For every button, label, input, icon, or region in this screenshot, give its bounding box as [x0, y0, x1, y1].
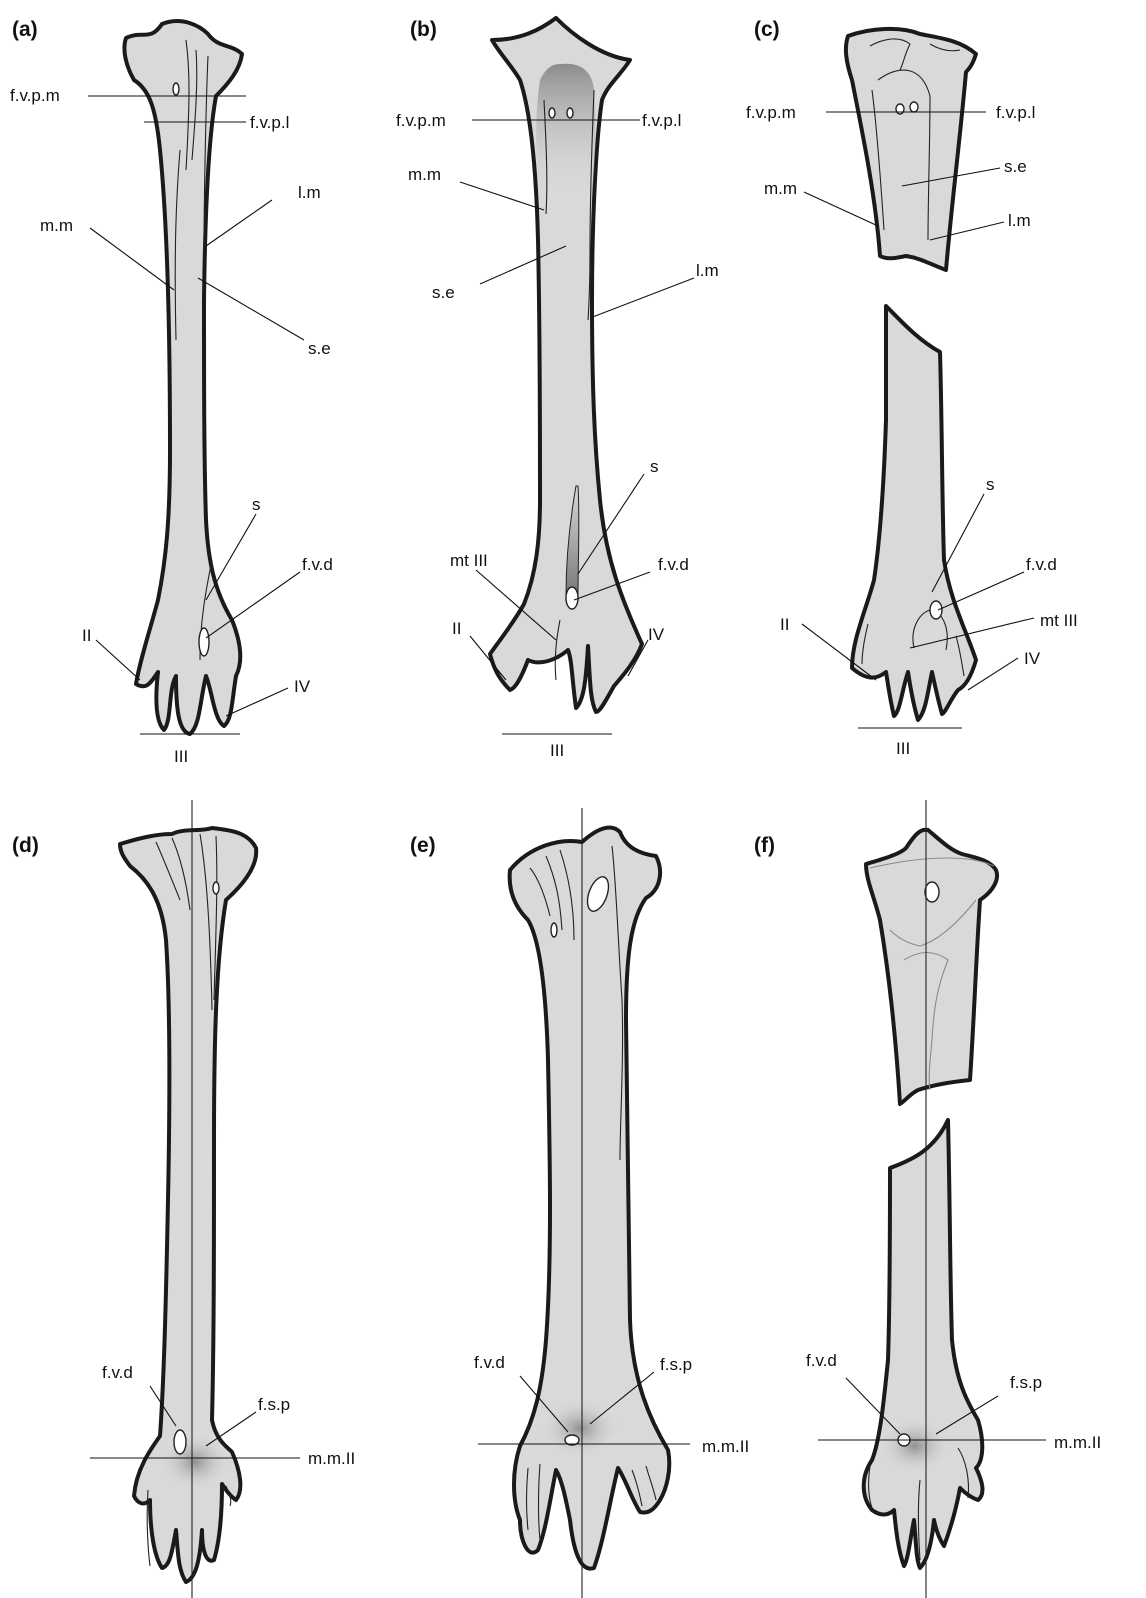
panel-b-mm-leader [460, 182, 544, 210]
panel-c-label-fvd: f.v.d [1026, 555, 1057, 574]
panel-b-label-fvd: f.v.d [658, 555, 689, 574]
panel-a-mm-leader [90, 228, 174, 290]
panel-f-letter: (f) [754, 834, 775, 857]
panel-a-lm-leader [206, 200, 272, 246]
panel-a-distal-foramen [199, 628, 209, 656]
panel-f-label-fsp: f.s.p [1010, 1373, 1042, 1392]
panel-d-label-fsp: f.s.p [258, 1395, 290, 1414]
panel-c-letter: (c) [754, 18, 780, 41]
panel-b-lm-leader [590, 278, 694, 318]
panel-a-label-lm: l.m [298, 183, 321, 202]
panel-a-se-leader [198, 278, 304, 340]
panel-c-label-se: s.e [1004, 157, 1027, 176]
panel-f: (f) f.v.d f.s.p m.m.II [754, 800, 1101, 1598]
panel-b-label-se: s.e [432, 283, 455, 302]
panel-b-label-mtIII: mt III [450, 551, 488, 570]
panel-a-label-III: III [174, 747, 188, 766]
panel-c-label-mm: m.m [764, 179, 797, 198]
panel-b-label-fvpl: f.v.p.l [642, 111, 681, 130]
panel-a-label-fvd: f.v.d [302, 555, 333, 574]
panel-d-proximal-foramen [213, 882, 219, 894]
panel-b-letter: (b) [410, 18, 437, 41]
panel-d-label-mmII: m.m.II [308, 1449, 355, 1468]
panel-a-label-mm: m.m [40, 216, 73, 235]
panel-c-label-fvpm: f.v.p.m [746, 103, 796, 122]
panel-c-proximal-foramen-lateral [910, 102, 918, 112]
panel-e-label-mmII: m.m.II [702, 1437, 749, 1456]
panel-c-label-II: II [780, 615, 789, 634]
panel-c-label-fvpl: f.v.p.l [996, 103, 1035, 122]
panel-e-label-fsp: f.s.p [660, 1355, 692, 1374]
panel-b-distal-foramen [566, 587, 578, 609]
panel-e: (e) f.v.d f.s.p m.m.II [410, 808, 749, 1598]
panel-e-label-fvd: f.v.d [474, 1353, 505, 1372]
panel-c-label-IV: IV [1024, 649, 1041, 668]
panel-d: (d) f.v.d f.s.p m.m.II [12, 800, 355, 1598]
panel-c-mm-leader [804, 192, 878, 226]
panel-f-label-fvd: f.v.d [806, 1351, 837, 1370]
panel-c-distal-fragment [852, 306, 976, 720]
panel-a-label-IV: IV [294, 677, 311, 696]
panel-b-label-fvpm: f.v.p.m [396, 111, 446, 130]
panel-f-label-mmII: m.m.II [1054, 1433, 1101, 1452]
panel-d-label-fvd: f.v.d [102, 1363, 133, 1382]
panel-d-letter: (d) [12, 834, 39, 857]
panel-a-label-se: s.e [308, 339, 331, 358]
panel-c-label-s: s [986, 475, 995, 494]
panel-b-label-mm: m.m [408, 165, 441, 184]
panel-d-distal-foramen [174, 1430, 186, 1454]
panel-e-proximal-foramen-small [551, 923, 557, 937]
panel-c-distal-foramen [930, 601, 942, 619]
panel-a-bone [124, 21, 242, 734]
panel-b-label-IV: IV [648, 625, 665, 644]
panel-b-label-II: II [452, 619, 461, 638]
panel-c: (c) f.v.p.m f.v.p.l s.e m.m l.m s f.v.d … [746, 18, 1078, 758]
panel-a-proximal-foramen [173, 83, 179, 95]
panel-b-label-III: III [550, 741, 564, 760]
panel-c-label-mtIII: mt III [1040, 611, 1078, 630]
panel-a-II-leader [96, 640, 140, 680]
panel-b-label-lm: l.m [696, 261, 719, 280]
panel-b-label-s: s [650, 457, 659, 476]
panel-b-proximal-foramen-medial [549, 108, 555, 118]
panel-b-proximal-foramen-lateral [567, 108, 573, 118]
panel-a-label-II: II [82, 626, 91, 645]
panel-a-label-fvpm: f.v.p.m [10, 86, 60, 105]
panel-a: (a) f.v.p.m f.v.p.l l.m m.m s.e s f.v.d … [10, 18, 333, 766]
panel-e-bone [510, 827, 670, 1568]
panel-e-letter: (e) [410, 834, 436, 857]
panel-b: (b) f.v.p.m f.v.p.l m.m s.e l.m s mt III… [396, 18, 719, 760]
panel-c-label-lm: l.m [1008, 211, 1031, 230]
panel-a-letter: (a) [12, 18, 38, 41]
panel-f-proximal-fragment [866, 830, 997, 1104]
panel-c-label-III: III [896, 739, 910, 758]
panel-a-label-fvpl: f.v.p.l [250, 113, 289, 132]
panel-f-distal-fragment [864, 1120, 983, 1568]
panel-f-proximal-foramen [925, 882, 939, 902]
panel-a-s-leader [206, 514, 256, 600]
panel-a-label-s: s [252, 495, 261, 514]
